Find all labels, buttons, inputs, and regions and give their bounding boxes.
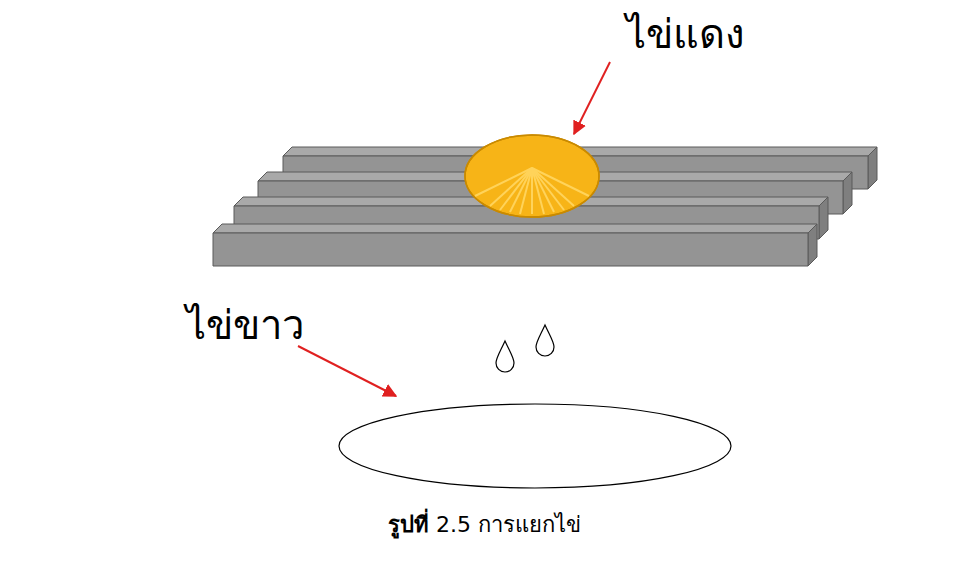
white-leader-arrow — [298, 346, 396, 396]
bar-face — [843, 172, 852, 214]
bar-face — [213, 233, 808, 266]
egg-yolk — [465, 135, 599, 217]
part-label: ไข่แดง — [626, 12, 745, 56]
yolk-leader-arrow — [574, 62, 610, 134]
drip-drops — [496, 325, 554, 372]
figure-caption: รูปที่ 2.5 การแยกไข่ — [388, 512, 581, 538]
bar-face — [213, 224, 817, 233]
bar-face — [808, 224, 817, 266]
bar-face — [819, 197, 828, 239]
part-label: ไข่ขาว — [186, 303, 304, 347]
bar-face — [868, 147, 877, 189]
egg-white-bowl — [339, 404, 731, 488]
